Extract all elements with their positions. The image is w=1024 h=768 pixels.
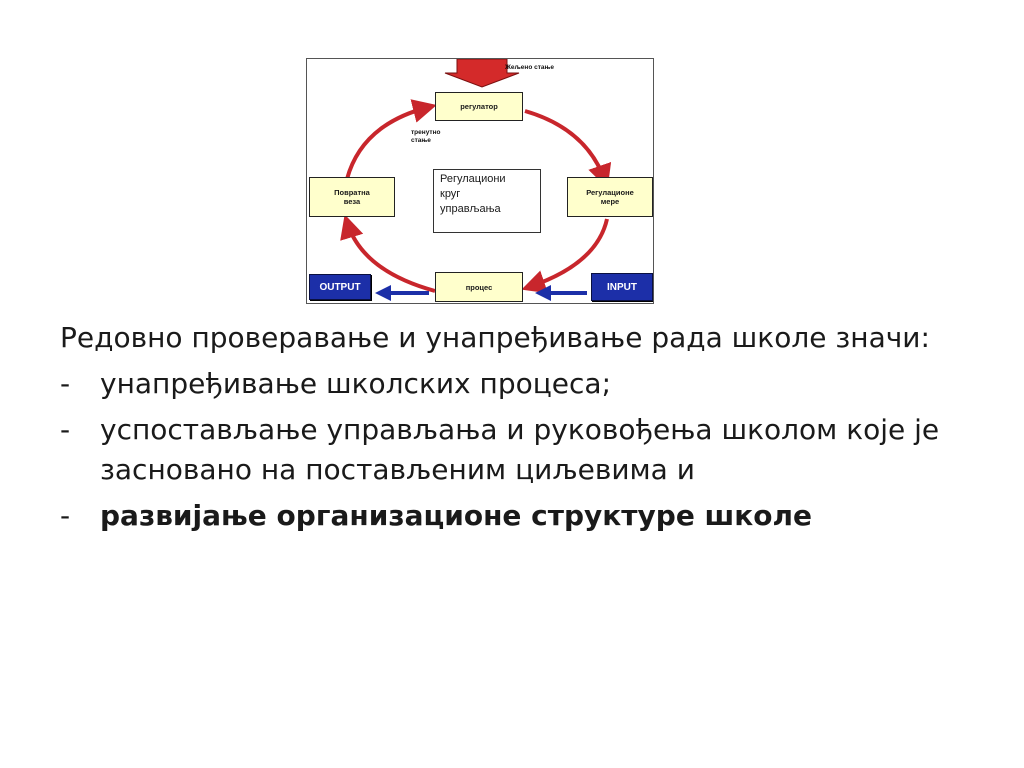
list-item-text: унапређивање школских процеса; xyxy=(100,367,611,400)
bullet-dash: - xyxy=(60,367,71,400)
current-state-label: тренутно стање xyxy=(411,129,440,145)
regulation-cycle-diagram: Жељено стање регулатор тренутно стање По… xyxy=(306,58,654,304)
process-label: процес xyxy=(465,282,493,292)
arc-regulator-to-measures xyxy=(524,109,612,189)
list-item: - успостављање управљања и руковођења шк… xyxy=(60,410,1000,490)
list-item-text: успостављање управљања и руковођења школ… xyxy=(100,413,940,486)
slide-text: Редовно проверавање и унапређивање рада … xyxy=(60,318,1000,542)
measures-box: Регулационе мере xyxy=(567,177,653,217)
regulator-box: регулатор xyxy=(435,92,523,121)
process-box: процес xyxy=(435,272,523,302)
arc-process-to-feedback xyxy=(340,214,436,293)
current-state-line-2: стање xyxy=(411,137,431,144)
current-state-line-1: тренутно xyxy=(411,129,441,136)
desired-state-arrow xyxy=(444,59,520,88)
desired-state-label: Жељено стање xyxy=(505,64,555,71)
output-label: OUTPUT xyxy=(319,281,361,293)
arc-feedback-to-regulator xyxy=(345,99,437,180)
cycle-arrows xyxy=(340,59,612,301)
intro-paragraph: Редовно проверавање и унапређивање рада … xyxy=(60,321,930,354)
measures-line-1: Регулационе xyxy=(586,188,634,197)
bullet-dash: - xyxy=(60,499,71,532)
input-label: INPUT xyxy=(607,281,637,293)
center-line-1: Регулациони xyxy=(440,173,506,185)
measures-line-2: мере xyxy=(600,197,620,206)
output-box: OUTPUT xyxy=(309,274,371,300)
list-item: - унапређивање школских процеса; xyxy=(60,364,1000,404)
center-line-3: управљања xyxy=(440,203,501,215)
feedback-line-1: Повратна xyxy=(334,188,370,197)
list-item: - развијање организационе структуре школ… xyxy=(60,496,1000,536)
center-line-2: круг xyxy=(440,188,461,200)
input-box: INPUT xyxy=(591,273,653,301)
arc-measures-to-process xyxy=(521,218,609,294)
regulator-label: регулатор xyxy=(460,102,498,111)
feedback-line-2: веза xyxy=(343,197,361,206)
list-item-text-bold: развијање организационе структуре школе xyxy=(100,499,813,532)
center-label-box: Регулациони круг управљања xyxy=(433,169,541,233)
bullet-dash: - xyxy=(60,413,71,446)
feedback-box: Повратна веза xyxy=(309,177,395,217)
